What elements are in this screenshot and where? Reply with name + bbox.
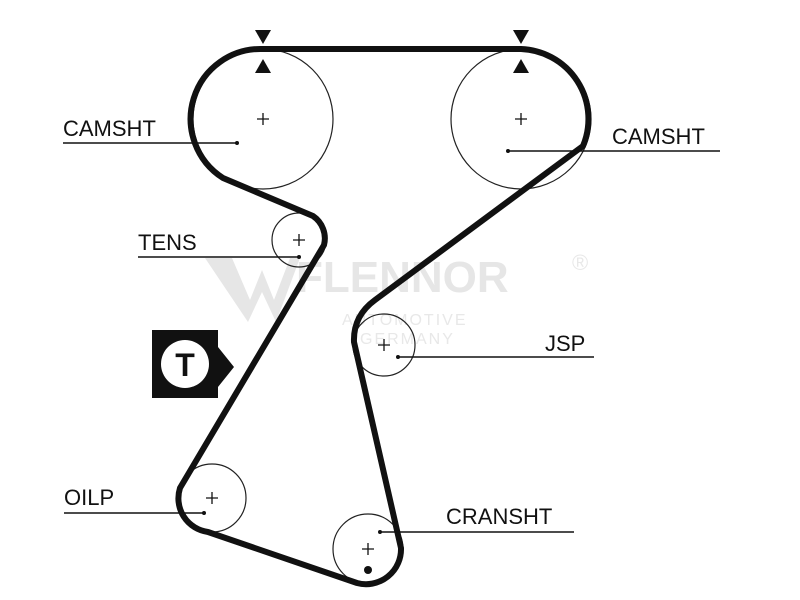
- left-top-marker-up: [255, 59, 271, 73]
- watermark-logo: [205, 258, 300, 322]
- t-badge-letter: T: [175, 347, 195, 383]
- crankshaft-timing-mark: [364, 566, 372, 574]
- watermark-line2: GERMANY: [360, 331, 455, 348]
- timing-belt: [175, 45, 592, 588]
- label-oil-pump: OILP: [64, 485, 114, 510]
- watermark: FLENNOR ® AUTOMOTIVE GERMANY: [205, 250, 590, 348]
- watermark-registered: ®: [572, 250, 590, 275]
- label-camshaft-left: CAMSHT: [63, 116, 156, 141]
- labels: CAMSHT CAMSHT TENS JSP OILP CRANSHT: [63, 116, 720, 534]
- right-top-marker-down: [513, 30, 529, 44]
- label-camshaft-right: CAMSHT: [612, 124, 705, 149]
- right-top-marker-up: [513, 59, 529, 73]
- t-badge: T: [152, 330, 234, 398]
- label-jsp: JSP: [545, 331, 585, 356]
- label-crankshaft: CRANSHT: [446, 504, 552, 529]
- label-tensioner: TENS: [138, 230, 197, 255]
- left-top-marker-down: [255, 30, 271, 44]
- timing-markers: [255, 30, 529, 73]
